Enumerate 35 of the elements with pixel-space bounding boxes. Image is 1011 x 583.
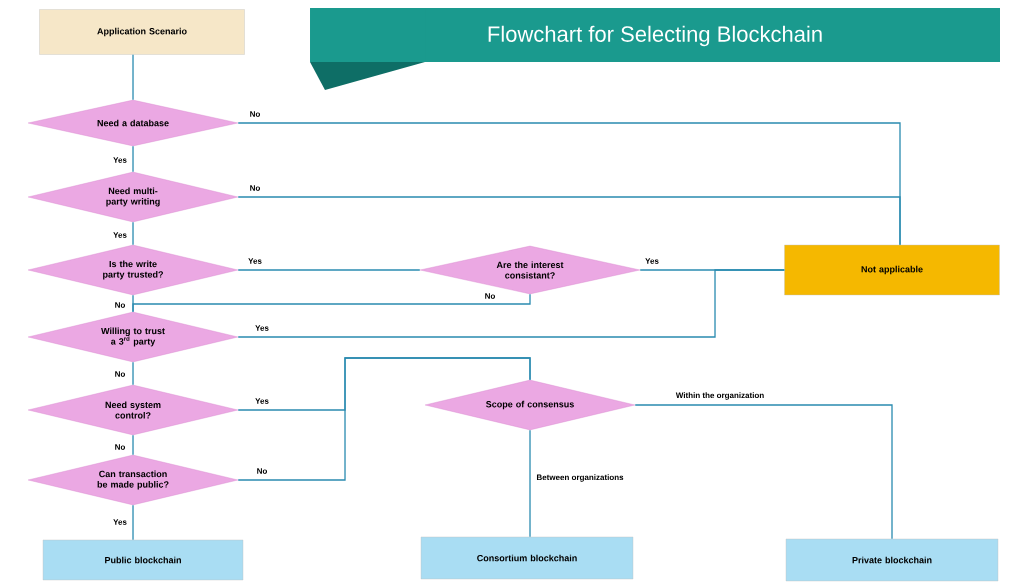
connector-line xyxy=(237,196,901,246)
connector-line xyxy=(132,504,134,541)
connector-line xyxy=(132,434,134,456)
edge-label: No xyxy=(255,467,269,475)
edge-label: Yes xyxy=(254,324,270,332)
result-box: Consortium blockchain xyxy=(420,536,634,580)
connector-line xyxy=(132,54,134,101)
connector-line xyxy=(237,357,531,481)
edge-label: Yes xyxy=(112,231,128,239)
edge-label: Yes xyxy=(644,257,660,265)
edge-label: Within the organization xyxy=(674,391,766,401)
connector-line xyxy=(132,145,134,173)
edge-label: No xyxy=(248,110,262,118)
result-box: Public blockchain xyxy=(42,539,244,581)
start-box: Application Scenario xyxy=(39,9,245,55)
edge-label: No xyxy=(113,443,127,451)
edge-label: No xyxy=(113,370,127,378)
edge-label: Yes xyxy=(112,518,128,526)
edge-label: No xyxy=(483,292,497,300)
edge-label: Yes xyxy=(254,397,270,405)
connector-line xyxy=(132,361,134,386)
result-box: Not applicable xyxy=(784,244,1000,296)
connector-line xyxy=(529,429,531,538)
edge-label: Yes xyxy=(112,156,128,164)
edge-label: Yes xyxy=(247,257,263,265)
connector-line xyxy=(634,404,893,540)
connector-line xyxy=(132,221,134,246)
edge-label: No xyxy=(248,184,262,192)
connector-line xyxy=(237,269,421,271)
connector-line xyxy=(132,293,531,313)
edge-label: Between organizations xyxy=(535,473,625,483)
result-box: Private blockchain xyxy=(785,538,999,582)
title-banner: Flowchart for Selecting Blockchain xyxy=(310,8,1000,90)
edge-label: No xyxy=(113,301,127,309)
connector-line xyxy=(237,269,785,338)
